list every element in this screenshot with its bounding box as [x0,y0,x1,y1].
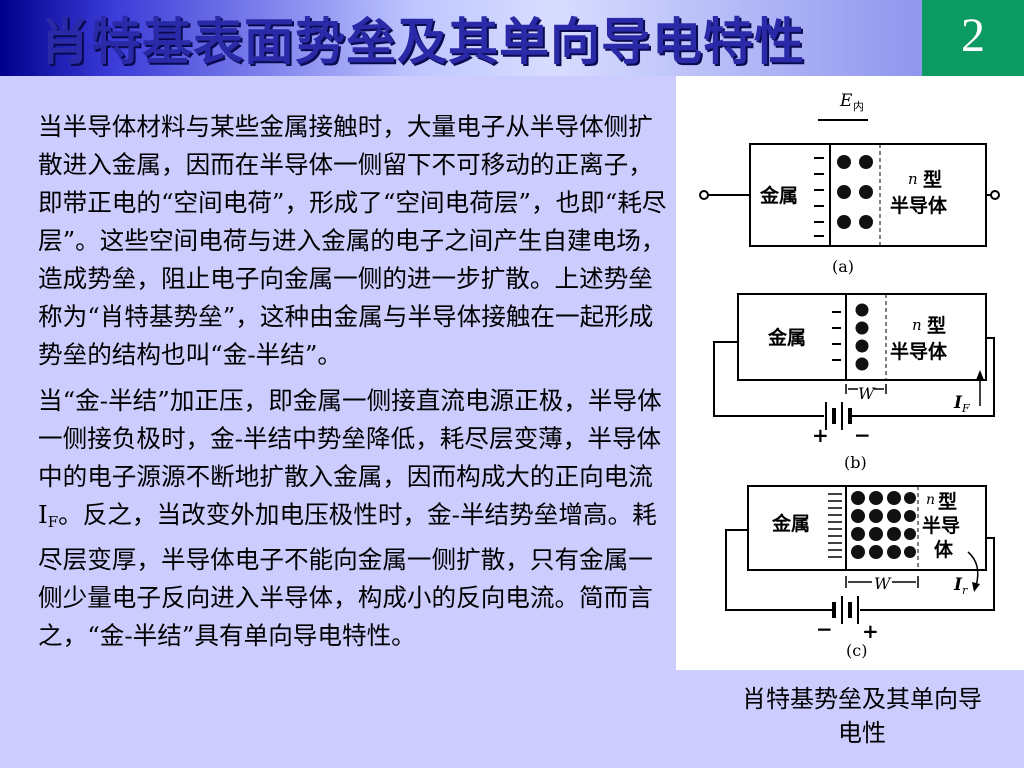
terminal-right-a [990,190,1000,200]
figure-caption: 肖特基势垒及其单向导电性 [742,685,982,747]
battery-b [825,402,852,430]
width-label-c: W [874,574,892,593]
n-letter-c: n [926,492,935,508]
width-label-b: W [858,384,876,403]
body-text: 当半导体材料与某些金属接触时，大量电子从半导体侧扩散进入金属，因而在半导体一侧留… [38,108,668,655]
paragraph-2: 当“金-半结”加正压，即金属一侧接直流电源正极，半导体一侧接负极时，金-半结中势… [38,382,668,655]
circuit-wire-b-left [713,341,824,417]
battery-plus-b: + [812,423,829,447]
semiconductor-label-c: 半导 [922,514,960,537]
positive-ions-c [851,491,916,559]
page-number-box: 2 [922,0,1024,76]
battery-minus-b: − [854,423,871,447]
figure-label-b: (b) [844,453,867,472]
negative-charges-b [832,311,841,361]
circuit-wire-c-left [725,529,832,611]
width-marker-b [845,384,887,394]
e-field-subscript: 内 [853,99,864,113]
positive-ions-a [837,155,873,229]
page-number: 2 [961,9,985,62]
slide-title: 肖特基表面势垒及其单向导电特性 [40,13,805,71]
metal-label-a: 金属 [759,184,798,207]
negative-charges-a [814,157,824,237]
diagram-c: 金属 n 型 半导 体 W [725,485,995,660]
metal-label-b: 金属 [767,326,806,349]
reverse-current-arrowhead [972,582,980,592]
figure-panel: E 内 金属 n 型 半导体 (a) [676,76,1024,670]
semiconductor-label-a: 半导体 [890,194,948,217]
width-marker-c [845,576,919,588]
type-label-b: 型 [927,314,946,337]
metal-label-c: 金属 [771,512,810,535]
paragraph-2-part-1: 当“金-半结”加正压，即金属一侧接直流电源正极，半导体一侧接负极时，金-半结中势… [38,386,662,529]
battery-plus-c: + [862,619,879,643]
semiconductor-label-c-2: 体 [934,538,954,561]
schottky-diagram: E 内 金属 n 型 半导体 (a) [699,91,1000,660]
current-subscript: F [47,513,59,531]
figure-label-c: (c) [846,641,867,660]
diagram-b: 金属 n 型 半导体 W [713,293,995,472]
forward-current-subscript: F [961,402,970,415]
paragraph-1: 当半导体材料与某些金属接触时，大量电子从半导体侧扩散进入金属，因而在半导体一侧留… [38,112,667,369]
negative-charges-c [828,493,842,558]
figure-label-a: (a) [832,257,854,276]
circuit-wire-b-right [852,337,995,417]
reverse-current-label: I [953,575,963,595]
current-arrowhead-b [976,370,984,380]
terminal-left-a [699,190,709,200]
battery-minus-c: − [816,617,833,641]
reverse-current-subscript: r [962,584,968,597]
semiconductor-label-b: 半导体 [890,340,948,363]
positive-ions-b [855,303,869,371]
title-bar: 肖特基表面势垒及其单向导电特性 [0,0,922,76]
n-letter-b: n [912,316,922,334]
circuit-wire-c-right [860,537,995,611]
n-letter-a: n [908,170,918,188]
forward-current-label: I [953,393,963,413]
battery-c [832,596,859,624]
type-label-c: 型 [938,490,957,513]
paragraph-2-part-2: 。反之，当改变外加电压极性时，金-半结势垒增高。耗尽层变厚，半导体电子不能向金属… [38,500,657,650]
reverse-current-arrow [967,551,979,587]
device-box-c [747,485,987,571]
diagram-a: E 内 金属 n 型 半导体 (a) [699,91,1000,276]
type-label-a: 型 [923,168,942,191]
e-field-label: E [839,91,853,111]
